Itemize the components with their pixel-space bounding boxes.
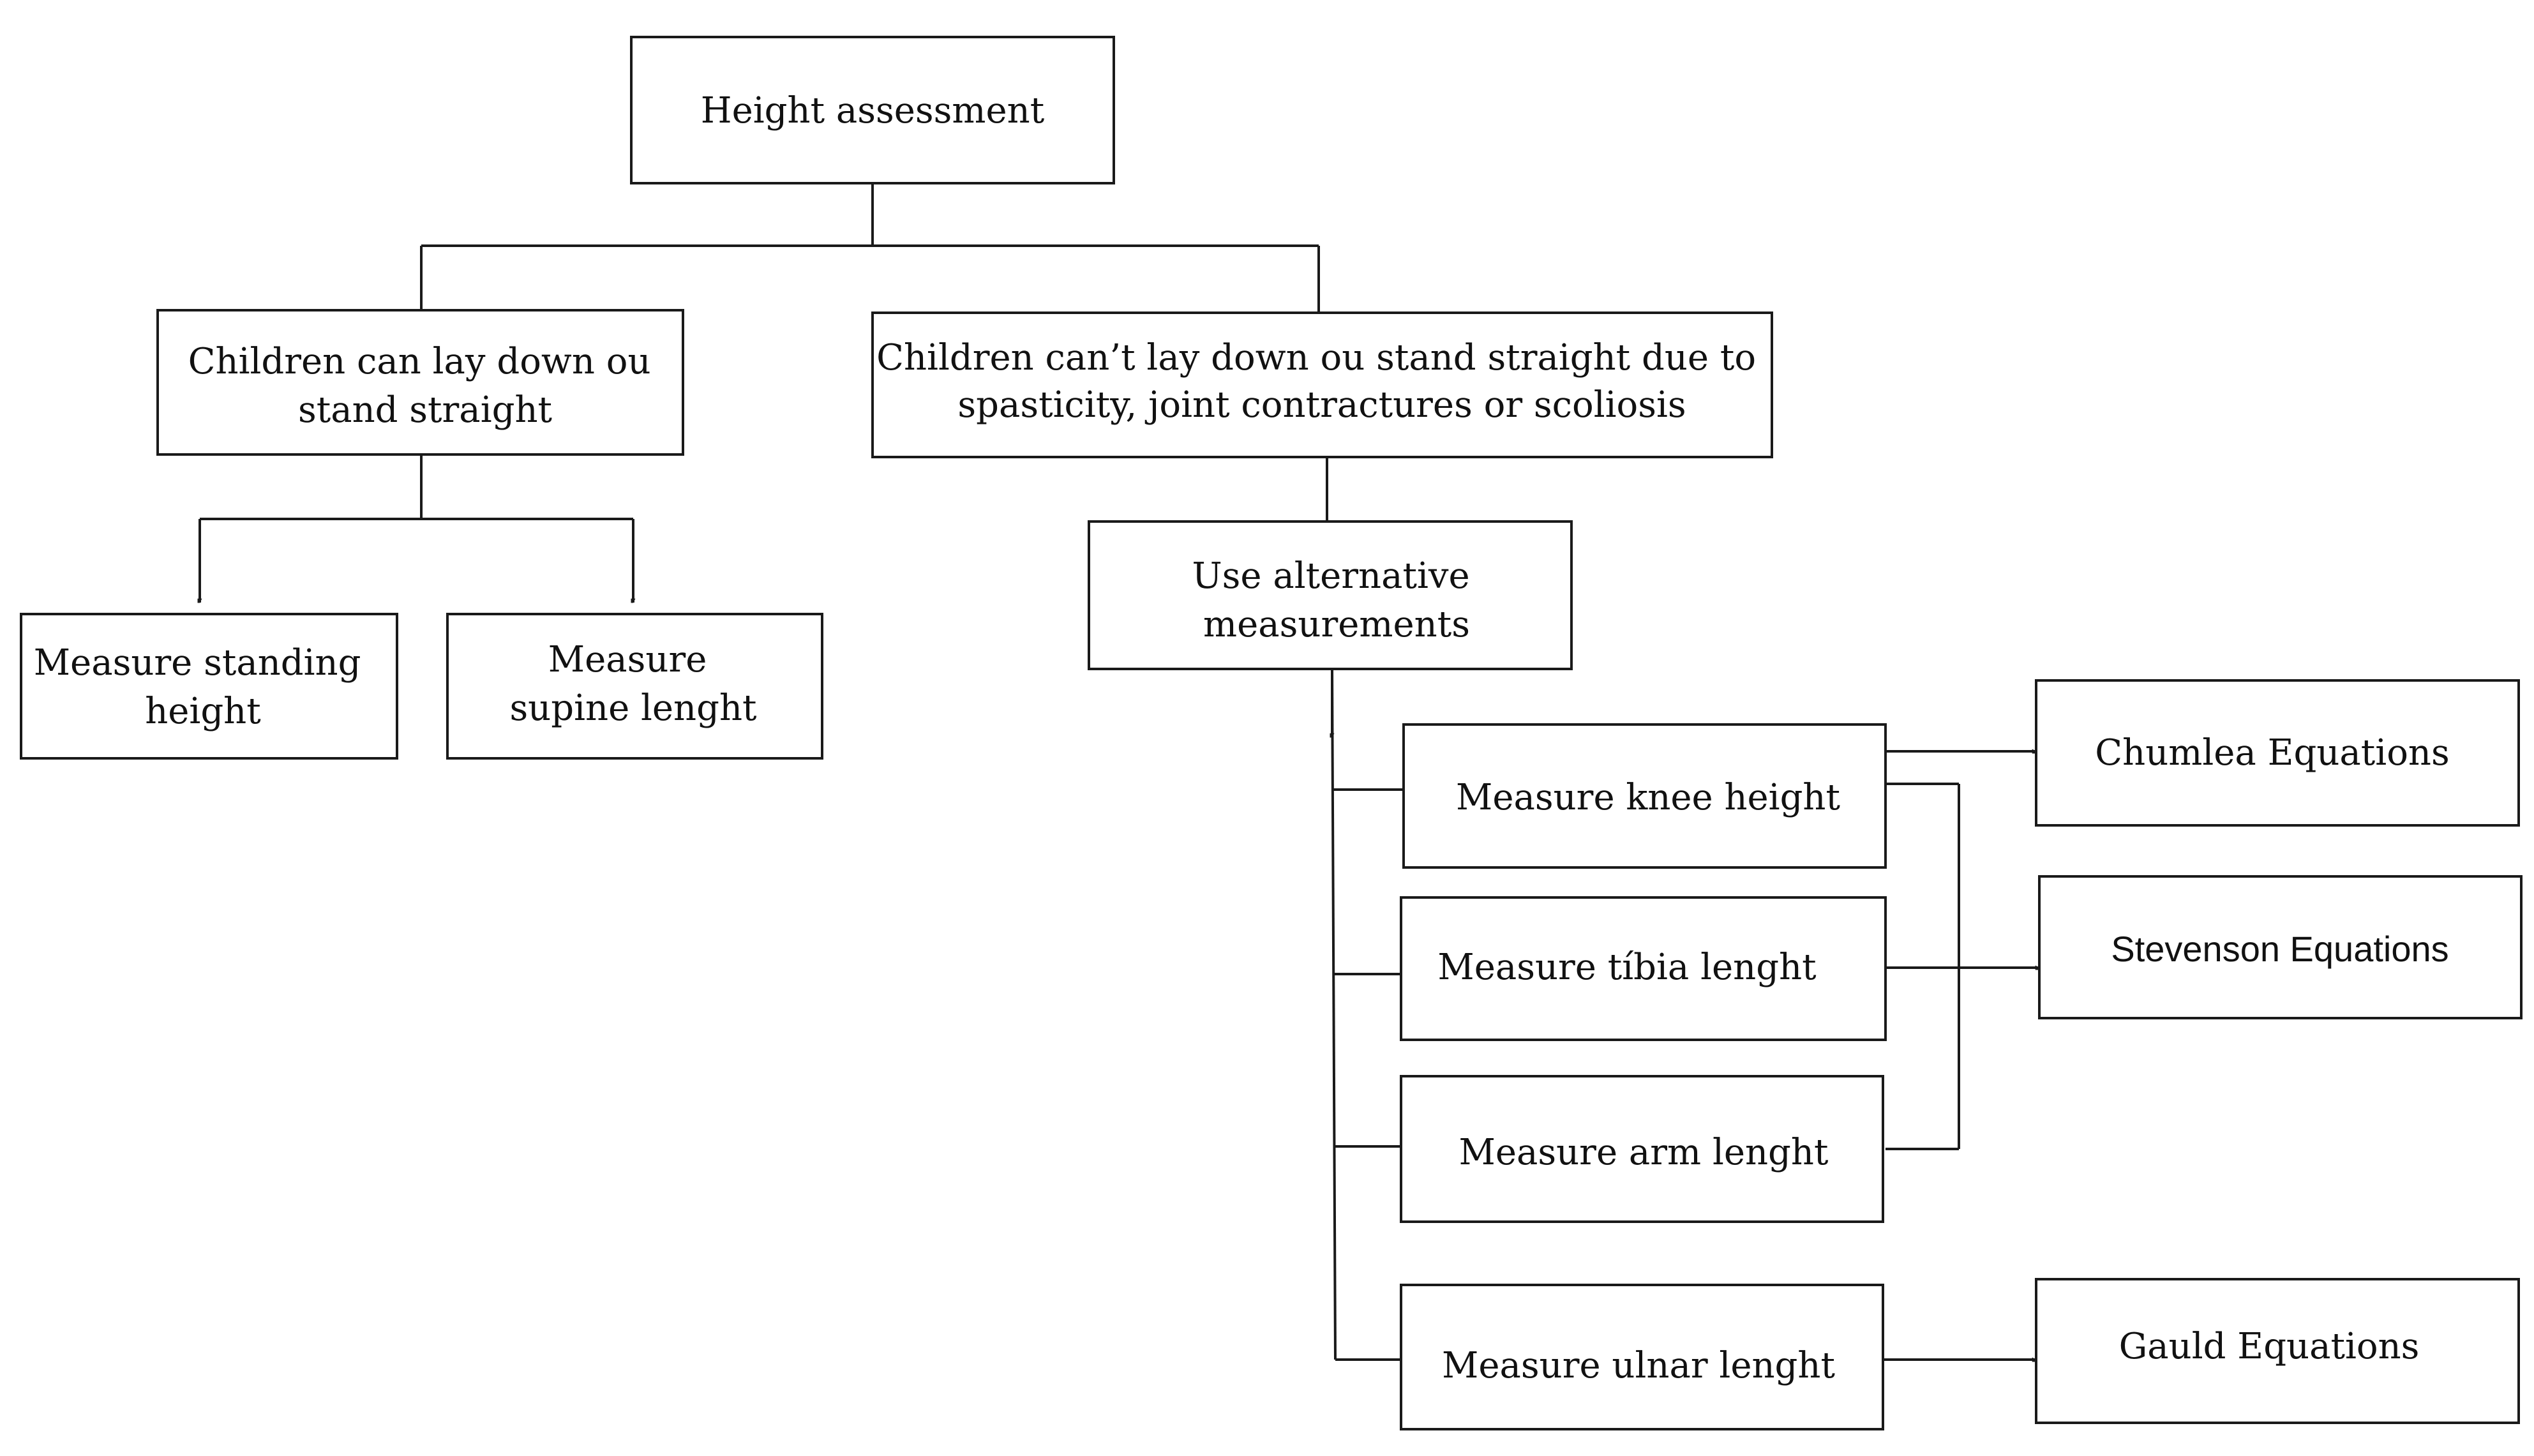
node-chumlea-equations: Chumlea Equations — [2035, 679, 2520, 827]
node-measure-arm-lenght-line-1: Measure arm lenght — [1459, 1132, 1829, 1173]
node-chumlea-equations-line-1: Chumlea Equations — [2095, 732, 2449, 774]
node-measure-ulnar-lenght: Measure ulnar lenght — [1400, 1284, 1884, 1430]
svg-text:Measure tíbia lenght: Measure tíbia lenght — [1437, 947, 1817, 988]
node-measure-tibia-lenght-line-1: Measure tíbia lenght — [1437, 947, 1817, 988]
node-use-alternative-measurements-line-1: Use alternative — [1192, 555, 1469, 597]
node-measure-knee-height-line-1: Measure knee height — [1456, 777, 1840, 818]
nodes: Height assessment Children can lay down … — [20, 36, 2523, 1430]
svg-text:Chumlea Equations: Chumlea Equations — [2095, 732, 2449, 774]
node-measure-supine-lenght-line-2: supine lenght — [509, 687, 757, 729]
node-stevenson-equations: Stevenson Equations — [2038, 875, 2523, 1019]
node-use-alternative-measurements: Use alternative measurements — [1088, 520, 1573, 670]
node-height-assessment-line-1: Height assessment — [701, 90, 1045, 131]
node-gauld-equations: Gauld Equations — [2035, 1278, 2520, 1424]
node-children-cant: Children can’t lay down ou stand straigh… — [871, 311, 1773, 458]
node-height-assessment: Height assessment — [630, 36, 1115, 184]
svg-text:Measure knee height: Measure knee height — [1456, 777, 1840, 818]
svg-text:Stevenson Equations: Stevenson Equations — [2111, 929, 2448, 969]
node-use-alternative-measurements-line-2: measurements — [1203, 604, 1470, 645]
node-measure-standing-height-line-2: height — [145, 691, 261, 732]
node-measure-supine-lenght: Measure supine lenght — [446, 613, 823, 760]
node-measure-standing-height: Measure standing height — [20, 613, 398, 760]
node-stevenson-equations-line-1: Stevenson Equations — [2111, 929, 2448, 969]
node-children-can-line-1: Children can lay down ou — [188, 341, 651, 382]
svg-text:Children can’t lay down ou sta: Children can’t lay down ou stand straigh… — [876, 337, 1767, 426]
svg-text:Measure arm lenght: Measure arm lenght — [1459, 1132, 1829, 1173]
node-children-can: Children can lay down ou stand straight — [156, 309, 684, 456]
node-measure-arm-lenght: Measure arm lenght — [1400, 1075, 1884, 1223]
svg-text:Measure supine lenght: Measure supine lenght — [509, 639, 757, 729]
node-measure-knee-height: Measure knee height — [1402, 723, 1887, 869]
edge-use-alternative-spine — [1331, 668, 1337, 1360]
svg-text:Measure ulnar lenght: Measure ulnar lenght — [1442, 1345, 1835, 1386]
connectors — [200, 183, 2039, 1360]
node-measure-supine-lenght-line-1: Measure — [548, 639, 707, 680]
node-measure-standing-height-line-1: Measure standing — [34, 642, 361, 684]
node-children-cant-line-2: spasticity, joint contractures or scolio… — [957, 384, 1686, 426]
node-measure-ulnar-lenght-line-1: Measure ulnar lenght — [1442, 1345, 1835, 1386]
svg-text:Children can lay down ou: Children can lay down ou stand straight — [188, 341, 663, 431]
node-gauld-equations-line-1: Gauld Equations — [2119, 1326, 2420, 1367]
svg-text:Height assessment: Height assessment — [701, 90, 1045, 131]
svg-text:Gauld Equations: Gauld Equations — [2119, 1326, 2420, 1367]
node-children-can-line-2: stand straight — [298, 389, 553, 431]
node-measure-tibia-lenght: Measure tíbia lenght — [1400, 896, 1887, 1041]
svg-text:Use alternative measur: Use alternative measurements — [1192, 555, 1481, 645]
node-children-cant-line-1: Children can’t lay down ou stand straigh… — [876, 337, 1756, 379]
svg-text:Measure standing heigh: Measure standing height — [34, 642, 373, 732]
